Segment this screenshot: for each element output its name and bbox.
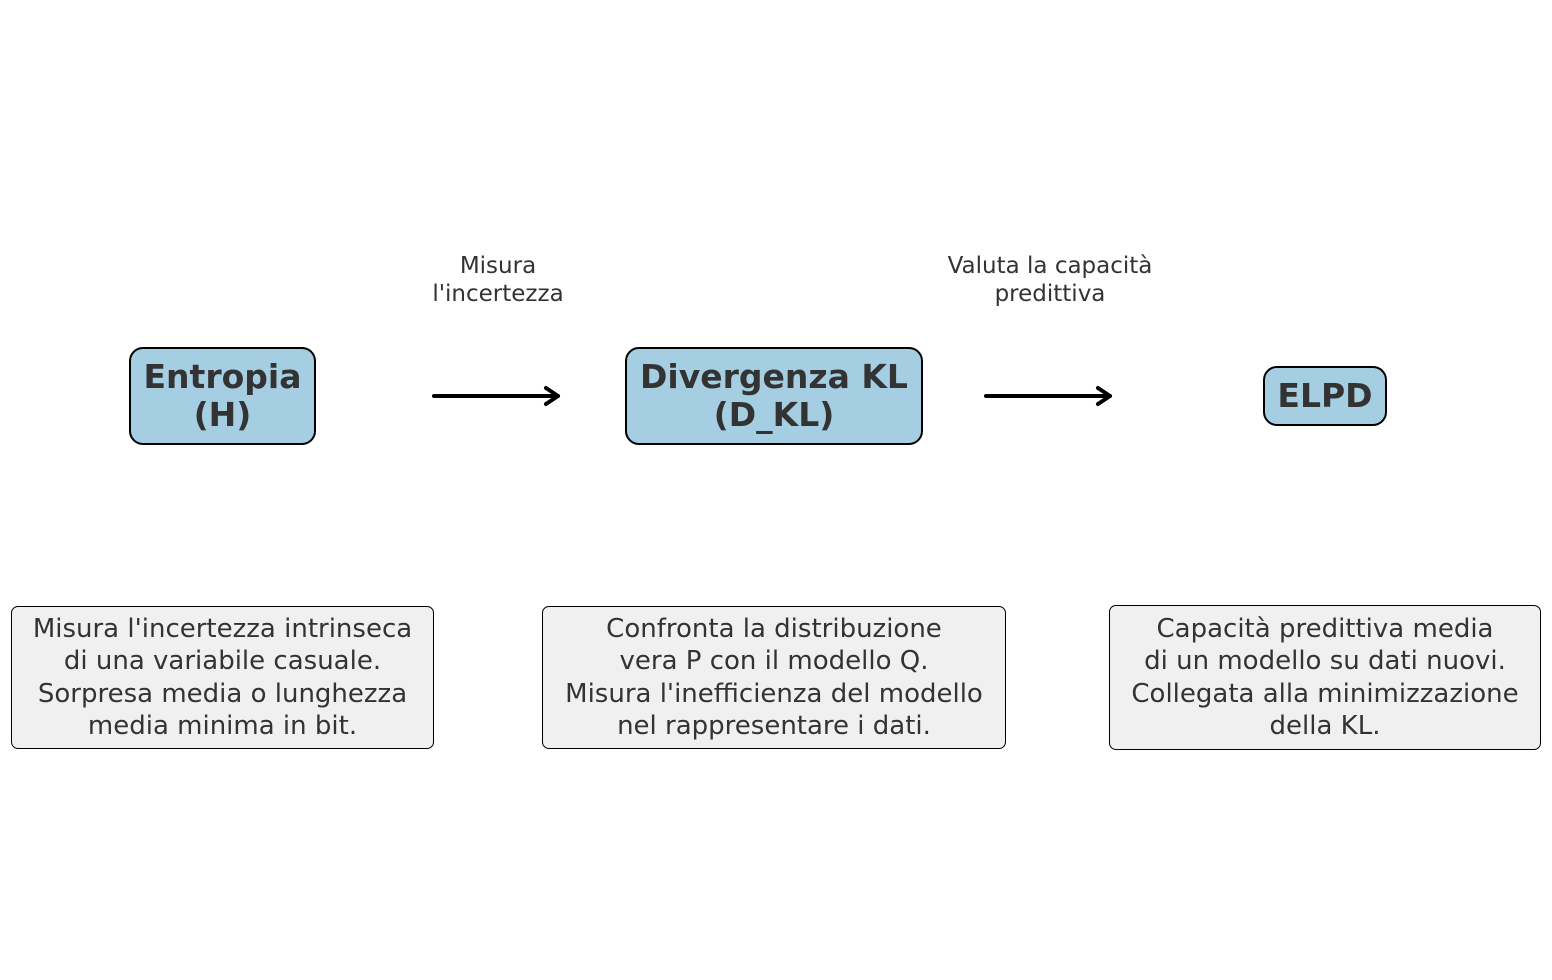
- description-kl-divergence: Confronta la distribuzione vera P con il…: [542, 606, 1006, 749]
- arrow-entropy-to-kl: [432, 386, 560, 406]
- node-elpd-title: ELPD: [1277, 376, 1373, 415]
- description-line: di un modello su dati nuovi.: [1144, 646, 1506, 676]
- edge-label-entropy-to-kl: Misura l'incertezza: [432, 252, 563, 308]
- node-kl-divergence: Divergenza KL (D_KL): [625, 347, 923, 445]
- node-entropy-title: Entropia: [143, 357, 302, 396]
- description-line: vera P con il modello Q.: [619, 646, 929, 676]
- arrow-kl-to-elpd: [984, 386, 1112, 406]
- description-line: Capacità predittiva media: [1156, 613, 1494, 644]
- description-elpd: Capacità predittiva media di un modello …: [1109, 605, 1541, 750]
- node-entropy: Entropia (H): [129, 347, 316, 445]
- description-line: Misura l'incertezza intrinseca: [32, 613, 413, 644]
- node-elpd: ELPD: [1263, 366, 1387, 426]
- edge-label-line: Misura: [459, 253, 537, 279]
- description-line: Misura l'inefficienza del modello: [565, 678, 983, 709]
- description-line: nel rappresentare i dati.: [617, 711, 931, 741]
- description-line: della KL.: [1269, 711, 1381, 741]
- node-entropy-symbol: (H): [193, 395, 252, 434]
- description-entropy: Misura l'incertezza intrinseca di una va…: [11, 606, 434, 749]
- description-line: Confronta la distribuzione: [606, 613, 942, 644]
- edge-label-kl-to-elpd: Valuta la capacità predittiva: [948, 252, 1153, 308]
- description-line: Sorpresa media o lunghezza: [37, 678, 408, 709]
- description-line: media minima in bit.: [87, 711, 358, 741]
- description-line: Collegata alla minimizzazione: [1131, 678, 1519, 709]
- edge-label-line: Valuta la capacità: [947, 253, 1153, 279]
- edge-label-line: predittiva: [994, 281, 1106, 307]
- node-kl-symbol: (D_KL): [713, 395, 835, 434]
- description-line: di una variabile casuale.: [63, 646, 382, 676]
- edge-label-line: l'incertezza: [432, 281, 564, 307]
- node-kl-title: Divergenza KL: [640, 357, 908, 396]
